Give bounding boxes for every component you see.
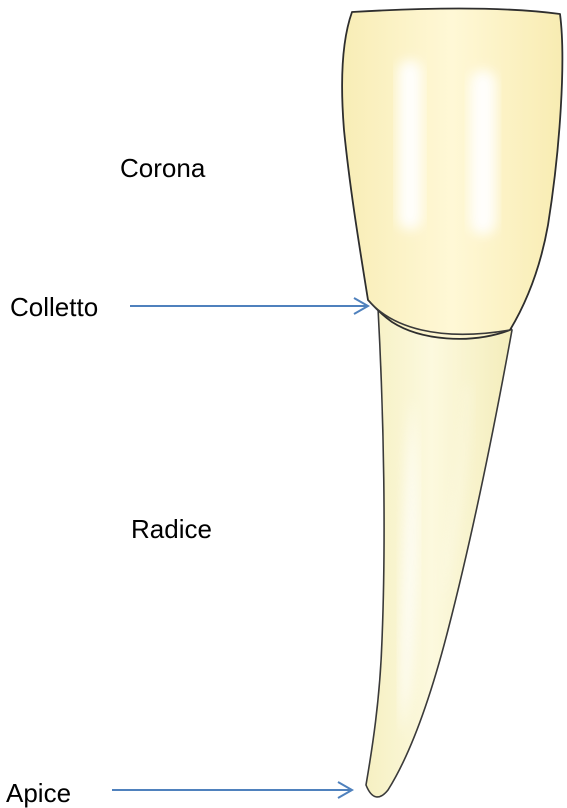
label-colletto: Colletto — [10, 294, 98, 320]
tooth-crown — [342, 9, 562, 339]
apice-arrow — [112, 782, 352, 798]
label-corona: Corona — [120, 155, 205, 181]
label-radice: Radice — [131, 516, 212, 542]
crown-highlight-left — [398, 60, 422, 230]
crown-highlight-right — [470, 70, 496, 235]
tooth-root — [366, 303, 512, 797]
colletto-arrow — [130, 298, 368, 314]
label-apice: Apice — [6, 780, 71, 806]
